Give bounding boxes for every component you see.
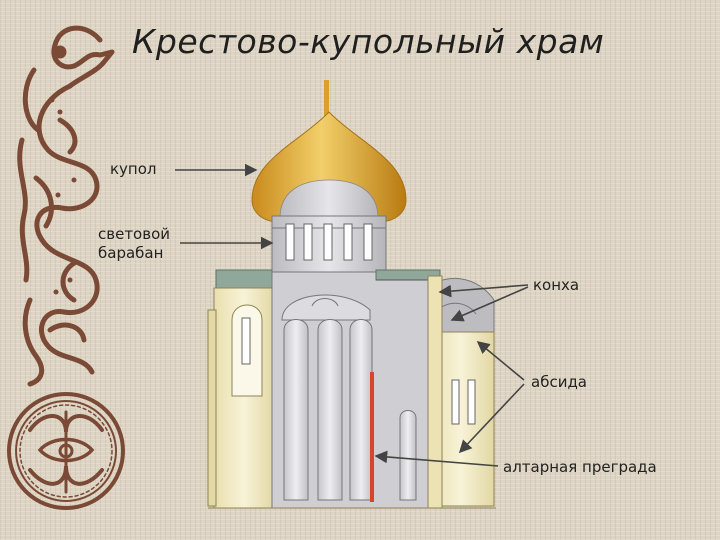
left-slit — [241, 317, 251, 365]
drum-cap — [279, 179, 379, 219]
slide-title: Крестово-купольный храм — [132, 22, 605, 61]
left-roof — [215, 269, 273, 291]
arrow-konha-2 — [450, 286, 529, 322]
label-altar-screen: алтарная преграда — [503, 458, 657, 476]
dragon-ornament-dots — [49, 97, 77, 295]
medallion-ornament — [7, 392, 125, 510]
label-light-drum-line1: световой — [98, 225, 170, 243]
columns — [283, 319, 417, 501]
pointer-arrows — [175, 163, 529, 467]
arrow-pregrada — [374, 450, 499, 467]
dragon-ornament — [17, 25, 115, 387]
cross-spire — [324, 80, 329, 116]
altar-screen — [370, 372, 374, 502]
interior-arch — [281, 294, 371, 321]
label-kupol: купол — [110, 160, 157, 178]
apse-window-left — [451, 379, 460, 425]
arrow-konha-1 — [438, 284, 529, 298]
arrow-absida-2 — [458, 383, 525, 454]
arrow-absida-1 — [476, 340, 525, 381]
drum-windows — [285, 223, 373, 261]
church — [207, 80, 496, 509]
apse-window-right — [467, 379, 476, 425]
label-light-drum-line2: барабан — [98, 244, 164, 262]
label-apse: абсида — [531, 373, 588, 391]
label-conch: конха — [533, 276, 580, 294]
label-light-drum: световой барабан — [98, 225, 170, 263]
